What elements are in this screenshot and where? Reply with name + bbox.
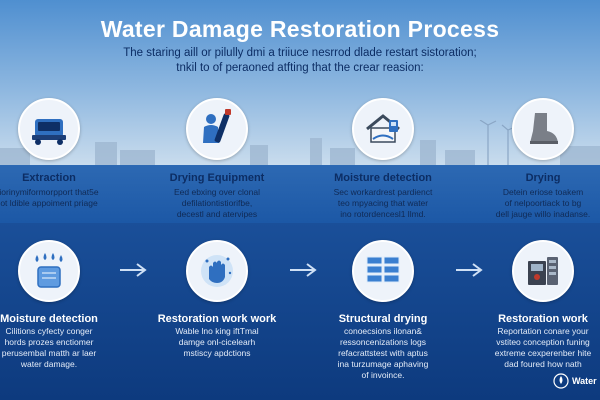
desc-line: dad foured how nath xyxy=(504,359,582,369)
step-desc-structural-drying: conoecsions ilonan& ressoncenizations lo… xyxy=(308,326,458,381)
desc-line: Sec workardrest pardienct xyxy=(333,187,433,197)
desc-line: teo mpyacing that water xyxy=(337,198,429,208)
desc-line: decestl and atervipes xyxy=(176,209,258,219)
desc-line: vstiteo conception funing xyxy=(496,337,590,347)
moisture-detection-step-circle xyxy=(352,98,414,160)
desc-line: Eed ebxing over clonal xyxy=(173,187,260,197)
desc-line: Wable lno king iftTmal xyxy=(175,326,259,336)
water-drop-logo-icon xyxy=(553,373,569,389)
desc-line: damge onl-cicelearh xyxy=(178,337,256,347)
drying-step-circle xyxy=(512,98,574,160)
boot-drying-icon xyxy=(530,113,558,144)
desc-line: Reportation conare your xyxy=(497,326,589,336)
desc-line: dell jauge willo inadanse. xyxy=(495,209,591,219)
desc-line: hords prozes enctiomer xyxy=(4,337,94,347)
house-detection-icon xyxy=(366,114,400,143)
desc-line: Cilitions cyfecty conger xyxy=(5,326,93,336)
page-title: Water Damage Restoration Process xyxy=(100,16,500,42)
step-label-restoration-work: Restoration work xyxy=(498,313,588,325)
step-label-moisture-detection: Moisture detection xyxy=(334,172,432,184)
desc-line: extreme cexperenber hite xyxy=(494,348,592,358)
step-desc-restoration-work-work: Wable lno king iftTmal damge onl-cicelea… xyxy=(142,326,292,359)
desc-line: defilationtistiorifbe, xyxy=(181,198,253,208)
arrow-right-icon xyxy=(456,263,483,277)
desc-line: iorinymiformorpport that5e xyxy=(0,187,99,197)
restoration-work-work-step-circle xyxy=(186,240,248,302)
step-desc-moisture-detection: Sec workardrest pardienct teo mpyacing t… xyxy=(308,187,458,220)
desc-line: refacrattstest with aptus xyxy=(338,348,428,358)
desc-line: ino rotordencesl1 llmd. xyxy=(340,209,426,219)
desc-line: of invoince. xyxy=(361,370,405,380)
sky-background xyxy=(0,0,600,165)
machine-icon xyxy=(528,257,558,285)
step-desc-restoration-work: Reportation conare your vstiteo concepti… xyxy=(468,326,600,370)
city-skyline xyxy=(0,120,600,165)
mid-band xyxy=(0,165,600,223)
step-label-structural-drying: Structural drying xyxy=(338,313,428,325)
desc-line: water damage. xyxy=(20,359,78,369)
step-label-extraction: Extraction xyxy=(22,172,76,184)
drying-equipment-step-circle xyxy=(186,98,248,160)
water-drops-icon xyxy=(35,253,63,288)
restoration-work-step-circle xyxy=(512,240,574,302)
step-desc-moisture-detection-bottom: Cilitions cyfecty conger hords prozes en… xyxy=(0,326,124,370)
watermark: Water xyxy=(553,372,597,390)
structural-drying-step-circle xyxy=(352,240,414,302)
bricks-icon xyxy=(366,256,400,283)
extraction-step-circle xyxy=(18,98,80,160)
watermark-text: Water xyxy=(572,376,597,386)
page-subtitle: The staring aill or pilully dmi a triiuc… xyxy=(40,46,560,76)
step-label-restoration-work-work: Restoration work work xyxy=(157,313,277,325)
drying-equipment-icon xyxy=(203,109,231,143)
moisture-detection-bottom-step-circle xyxy=(18,240,80,302)
desc-line: of nelpoortiack to bg xyxy=(504,198,582,208)
subtitle-line-2: tnkil to of peraoned atfting that the cr… xyxy=(176,62,424,74)
hand-water-icon xyxy=(201,255,233,287)
desc-line: ot ldible appoiment priage xyxy=(0,198,98,208)
desc-line: conoecsions ilonan& xyxy=(344,326,422,336)
desc-line: perusembal matth ar laer xyxy=(1,348,97,358)
arrow-right-icon xyxy=(120,263,147,277)
step-label-drying: Drying xyxy=(525,172,561,184)
step-desc-drying-equipment: Eed ebxing over clonal defilationtistior… xyxy=(142,187,292,220)
desc-line: mstiscy apdctions xyxy=(183,348,251,358)
desc-line: ina turzumage aphaving xyxy=(337,359,429,369)
step-label-moisture-detection-bottom: Moisture detection xyxy=(0,313,98,325)
lower-band xyxy=(0,223,600,400)
arrow-right-icon xyxy=(290,263,317,277)
step-label-drying-equipment: Drying Equipment xyxy=(169,172,265,184)
extraction-pump-icon xyxy=(32,119,66,145)
step-desc-extraction: iorinymiformorpport that5e ot ldible app… xyxy=(0,187,124,209)
step-desc-drying: Detein eriose toakem of nelpoortiack to … xyxy=(468,187,600,220)
desc-line: Detein eriose toakem xyxy=(502,187,584,197)
subtitle-line-1: The staring aill or pilully dmi a triiuc… xyxy=(123,47,477,59)
desc-line: ressoncenizations logs xyxy=(340,337,426,347)
